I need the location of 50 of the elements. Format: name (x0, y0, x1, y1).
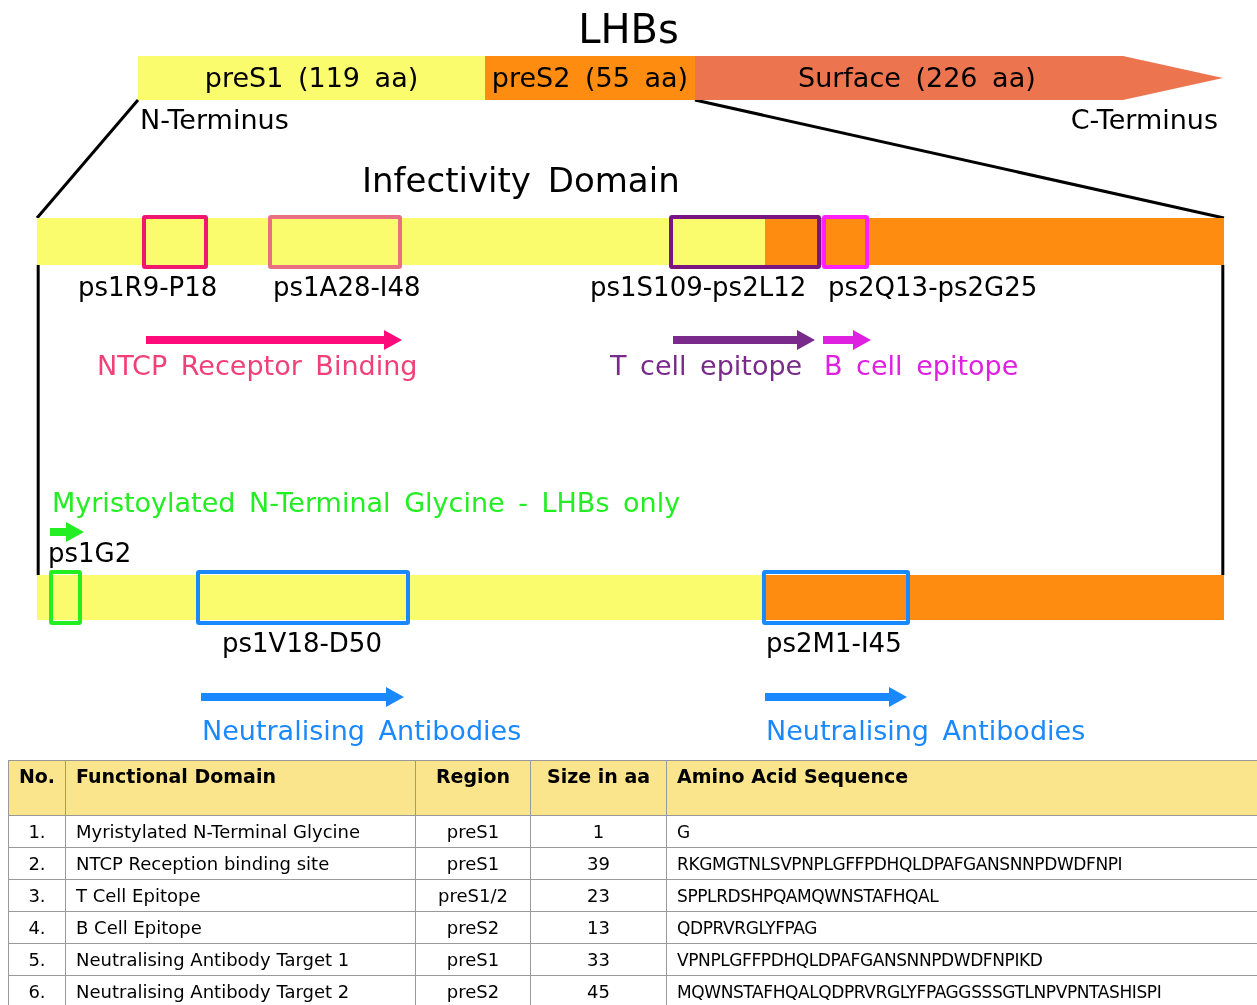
table-cell: preS1 (415, 943, 531, 976)
region-label: ps1A28-I48 (273, 272, 421, 302)
table-cell: 4. (8, 911, 66, 944)
region-label: ps1V18-D50 (222, 628, 382, 658)
connector-line (35, 99, 140, 219)
terminus-label: C-Terminus (1070, 104, 1218, 135)
region-label: ps1R9-P18 (78, 272, 218, 302)
segment-label: Surface (226 aa) (798, 61, 1036, 95)
region-label: ps1G2 (48, 538, 132, 568)
terminus-label: N-Terminus (140, 104, 289, 135)
domain-heading: Infectivity Domain (362, 160, 680, 200)
table-cell: 3. (8, 879, 66, 912)
annotation-label: Neutralising Antibodies (766, 715, 1086, 746)
region-label: ps2M1-I45 (766, 628, 902, 658)
column-header: Amino Acid Sequence (666, 760, 1257, 816)
connector-line (1221, 265, 1225, 575)
table-cell: 6. (8, 975, 66, 1005)
table-cell: 23 (530, 879, 667, 912)
table-cell: 5. (8, 943, 66, 976)
connector-line (694, 98, 1225, 220)
column-header: Size in aa (530, 760, 667, 816)
table-cell: preS1 (415, 815, 531, 848)
annotation-label: T cell epitope (610, 350, 803, 381)
table-cell: 1. (8, 815, 66, 848)
table-cell: NTCP Reception binding site (65, 847, 416, 880)
table-cell: preS1/2 (415, 879, 531, 912)
table-cell: Neutralising Antibody Target 1 (65, 943, 416, 976)
segment-bar: preS2 (55 aa) (485, 56, 695, 100)
column-header: Functional Domain (65, 760, 416, 816)
table-cell: Myristylated N-Terminal Glycine (65, 815, 416, 848)
table-cell: preS2 (415, 911, 531, 944)
diagram-title: LHBs (577, 6, 680, 52)
table-cell: 33 (530, 943, 667, 976)
region-label: ps1S109-ps2L12 (590, 272, 807, 302)
table-cell: 2. (8, 847, 66, 880)
segment-bar: preS1 (119 aa) (138, 56, 485, 100)
table-cell: 1 (530, 815, 667, 848)
annotation-label: Myristoylated N-Terminal Glycine - LHBs only (52, 487, 681, 518)
table-cell: 13 (530, 911, 667, 944)
annotation-label: NTCP Receptor Binding (97, 350, 418, 381)
table-cell: preS1 (415, 847, 531, 880)
column-header: No. (8, 760, 66, 816)
table-cell: B Cell Epitope (65, 911, 416, 944)
table-cell: T Cell Epitope (65, 879, 416, 912)
annotation-label: B cell epitope (824, 350, 1019, 381)
column-header: Region (415, 760, 531, 816)
annotation-label: Neutralising Antibodies (202, 715, 522, 746)
connector-line (36, 265, 40, 575)
table-cell: 39 (530, 847, 667, 880)
region-label: ps2Q13-ps2G25 (828, 272, 1038, 302)
